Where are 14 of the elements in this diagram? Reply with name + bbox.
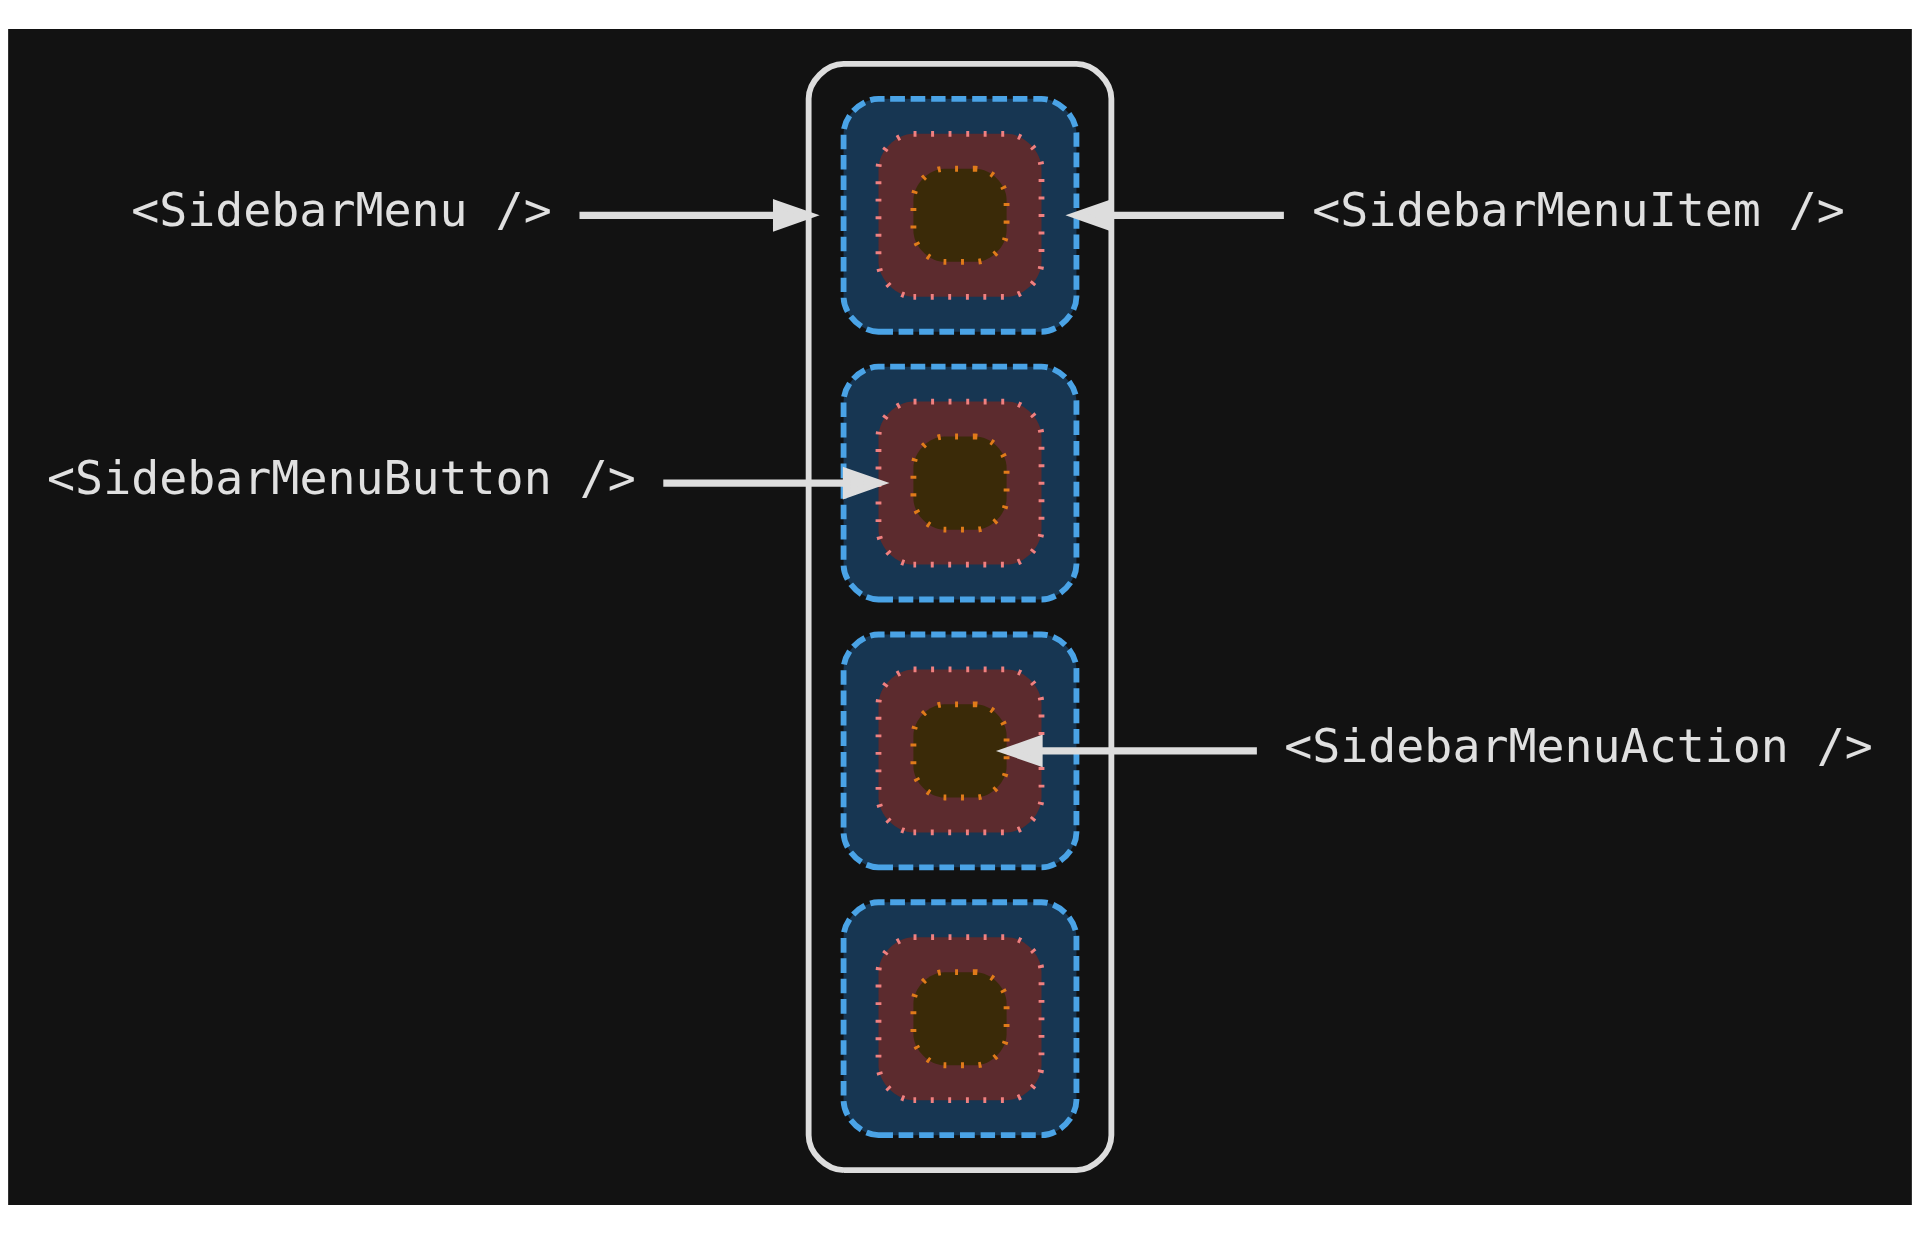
node-text: <SidebarMenu />	[131, 183, 552, 238]
cluster	[875, 398, 1045, 568]
cluster	[875, 934, 1045, 1104]
node-text: <SidebarMenuAction />	[1284, 718, 1873, 773]
cluster	[840, 631, 1080, 871]
cluster	[875, 130, 1045, 300]
cluster	[840, 899, 1080, 1139]
node-box	[910, 701, 1010, 801]
node-box	[910, 969, 1010, 1069]
node-box	[910, 165, 1010, 265]
node-text: <SidebarMenuButton />	[47, 451, 636, 506]
cluster	[840, 95, 1080, 335]
node-box	[910, 433, 1010, 533]
node-text: <SidebarMenuItem />	[1312, 183, 1845, 238]
